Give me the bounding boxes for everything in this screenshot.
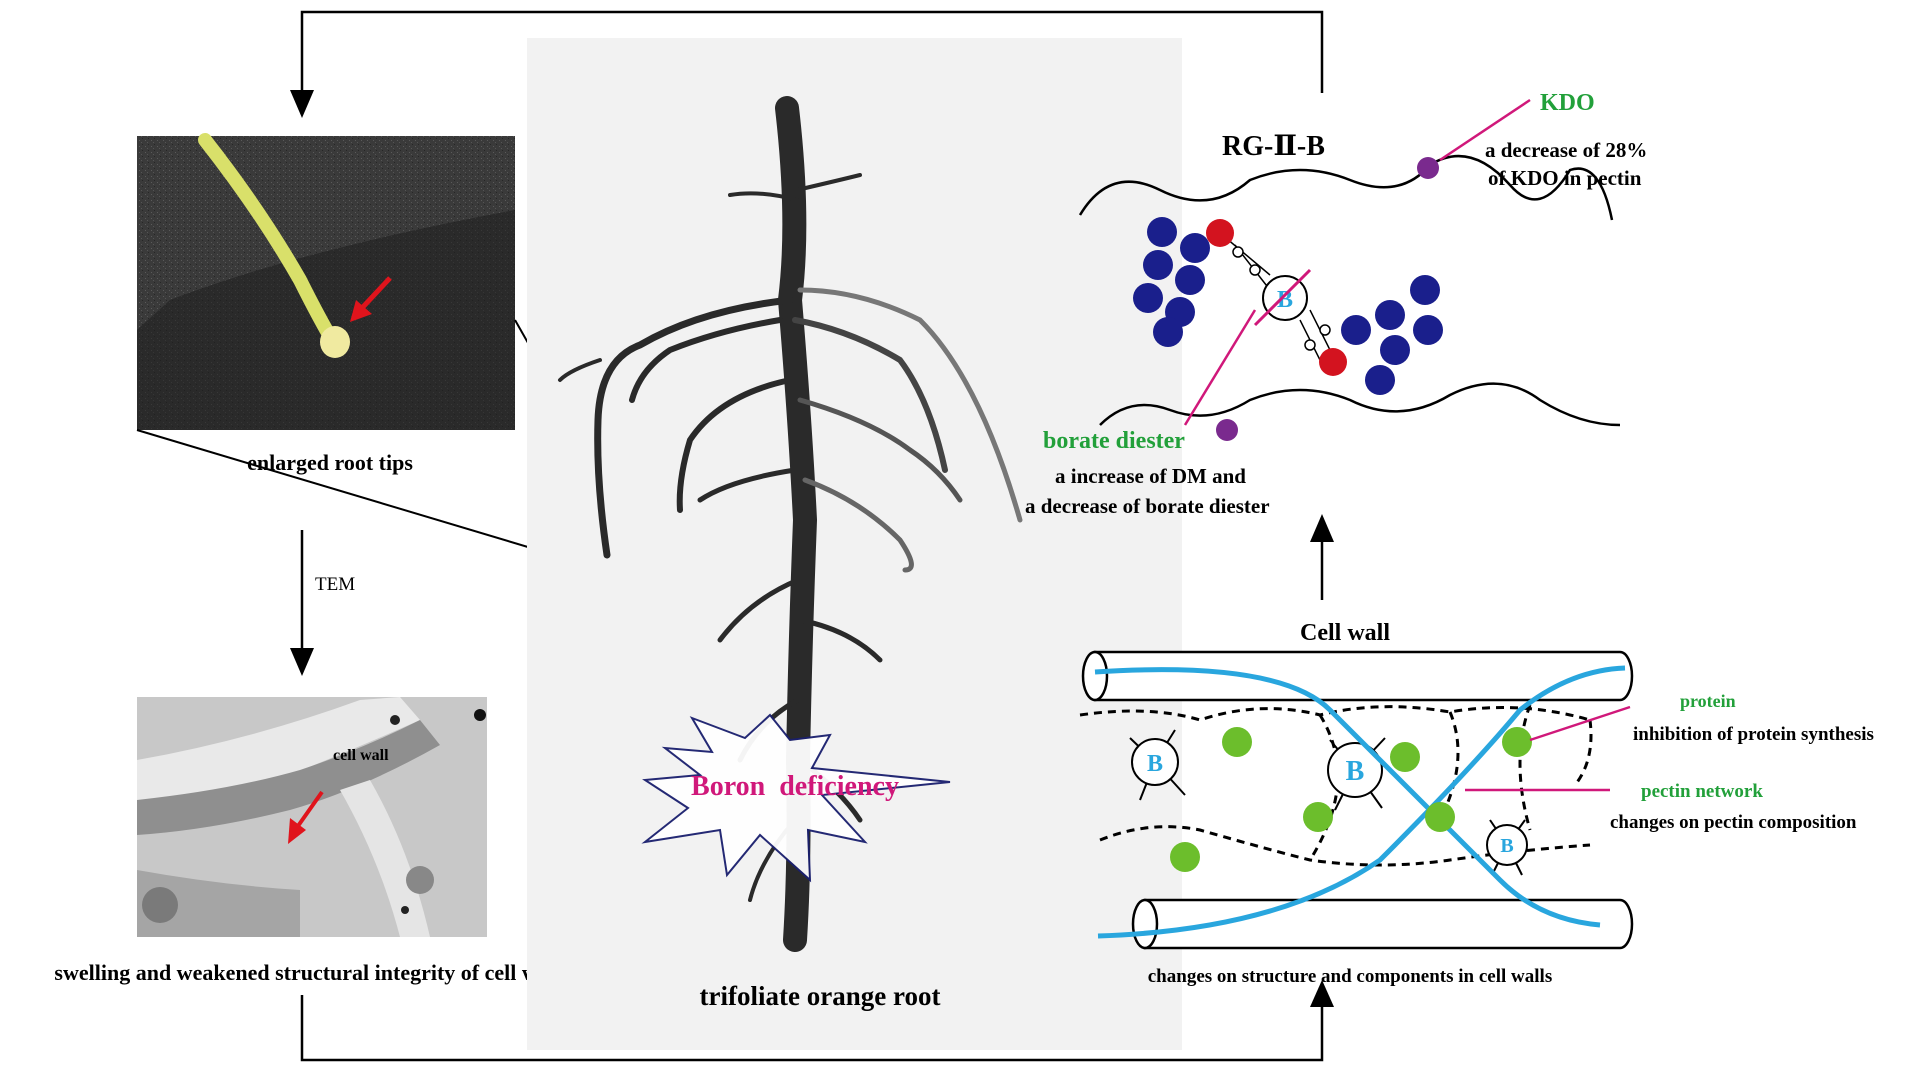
cellulose-fibers <box>1094 665 1626 939</box>
boron-node-2-symbol: B <box>1346 756 1365 787</box>
pectin-network-label: pectin network <box>1641 781 1763 802</box>
bottom-flow-arrowhead <box>1310 980 1334 1007</box>
swelling-label: swelling and weakened structural integri… <box>54 960 570 985</box>
boron-nodes <box>1131 738 1528 866</box>
tem-label: TEM <box>315 574 355 595</box>
rg-boron-strikethrough <box>1253 268 1312 327</box>
borate-pointer <box>1183 309 1257 426</box>
rg-boron-center: B <box>1253 268 1312 327</box>
borate-diester-label: borate diester <box>1043 428 1185 454</box>
rg-boron-symbol: B <box>1277 287 1293 313</box>
protein-pointer <box>1529 705 1631 742</box>
protein-desc: inhibition of protein synthesis <box>1633 724 1874 745</box>
kdo-label: KDO <box>1540 90 1595 116</box>
borate-dot <box>1216 419 1238 441</box>
boron-deficiency-burst <box>641 713 951 883</box>
protein-label: protein <box>1680 691 1736 711</box>
kdo-desc-1: a decrease of 28% <box>1485 138 1647 162</box>
tem-arrowhead <box>290 648 314 676</box>
kdo-pointer <box>1439 98 1531 162</box>
protein-dots <box>1170 727 1532 872</box>
changes-cell-walls-label: changes on structure and components in c… <box>1148 966 1552 987</box>
rg-ii-b-title: RG-Ⅱ-B <box>1222 131 1325 162</box>
flow-arrows <box>290 10 1334 1062</box>
rg-red-residue-1 <box>1206 219 1234 247</box>
pectin-desc: changes on pectin composition <box>1610 812 1857 833</box>
root-title: trifoliate orange root <box>700 981 941 1011</box>
rg-navy-residues <box>1133 217 1443 395</box>
borate-desc-2: a decrease of borate diester <box>1025 494 1270 518</box>
root-photo <box>527 38 1182 1050</box>
up-arrow-cellwall-head <box>1310 514 1334 542</box>
boron-deficiency-label: Boron deficiency <box>691 771 899 802</box>
cell-wall-title: Cell wall <box>1300 620 1390 646</box>
tem-photo <box>137 697 487 937</box>
rg-polymer-strands <box>1078 154 1621 427</box>
root-tip-photo <box>137 133 515 430</box>
kdo-desc-2: of KDO in pectin <box>1488 166 1642 190</box>
bottom-flow-arrow <box>300 995 1324 1062</box>
rg-red-residue-2 <box>1319 348 1347 376</box>
borate-desc-1: a increase of DM and <box>1055 464 1246 488</box>
tem-cell-wall-label: cell wall <box>333 747 389 764</box>
top-return-arrowhead <box>290 90 314 118</box>
boron-node-3-symbol: B <box>1500 835 1513 857</box>
top-return-arrow <box>300 10 1324 93</box>
kdo-dot <box>1417 157 1439 179</box>
enlarged-root-tips-label: enlarged root tips <box>247 450 413 475</box>
boron-node-1-symbol: B <box>1147 751 1163 777</box>
